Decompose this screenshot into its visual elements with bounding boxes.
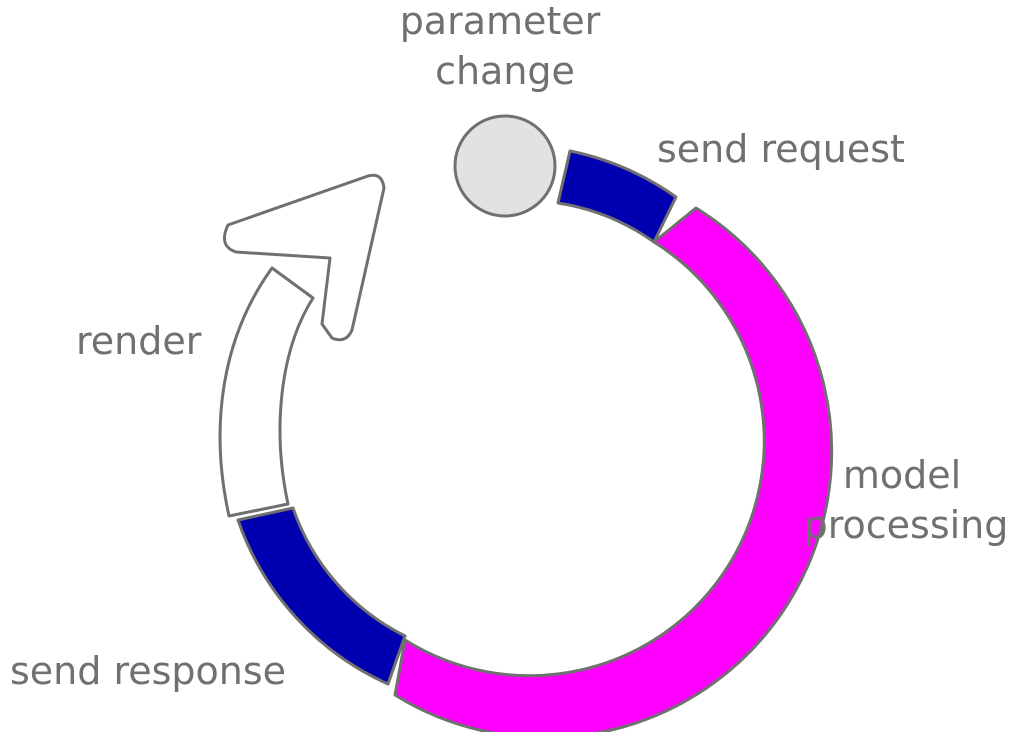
render-arrowhead (222, 173, 386, 342)
label-send-response: send response (10, 649, 286, 693)
label-processing: processing (804, 503, 1009, 547)
send-response-segment (236, 506, 407, 686)
start-node (453, 114, 557, 218)
label-render: render (76, 319, 202, 363)
label-change: change (435, 49, 575, 93)
label-model: model (843, 453, 961, 497)
label-send-request: send request (657, 127, 905, 171)
render-arrow (218, 266, 315, 518)
label-parameter: parameter (400, 0, 601, 43)
model-processing-segment (393, 206, 834, 732)
